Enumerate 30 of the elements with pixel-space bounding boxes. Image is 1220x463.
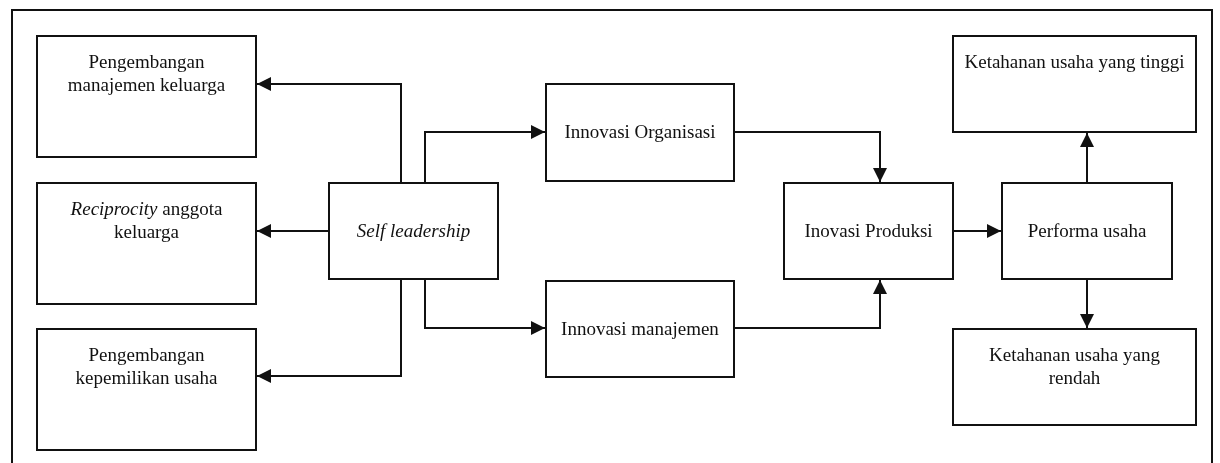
arrow [424,279,546,335]
arrow [256,224,329,238]
process-box [952,35,1197,133]
process-box [36,328,257,451]
process-box [328,182,499,280]
box-label: Innovasi Organisasi [564,121,716,144]
arrow [734,131,887,183]
box-label: Reciprocity anggota keluarga [69,198,224,244]
box-label: Ketahanan usaha yang tinggi [964,51,1185,74]
box-label: Performa usaha [1027,219,1147,243]
process-box [545,83,735,182]
arrow [256,77,402,183]
box-label: Innovasi manajemen [561,317,719,341]
arrow [1080,132,1094,183]
arrow [1080,279,1094,329]
process-box [783,182,954,280]
box-label: Ketahanan usaha yang rendah [988,344,1161,390]
box-label: Pengembangan kepemilikan usaha [74,344,219,390]
box-label: Pengembangan manajemen keluarga [66,51,227,97]
arrow [953,224,1002,238]
arrow [256,279,402,383]
process-box [36,35,257,158]
process-box [1001,182,1173,280]
process-box [952,328,1197,426]
arrow [424,125,546,183]
process-box [36,182,257,305]
box-label: Self leadership [356,219,471,243]
process-box [545,280,735,378]
arrow [734,279,887,329]
box-label: Inovasi Produksi [804,219,933,243]
